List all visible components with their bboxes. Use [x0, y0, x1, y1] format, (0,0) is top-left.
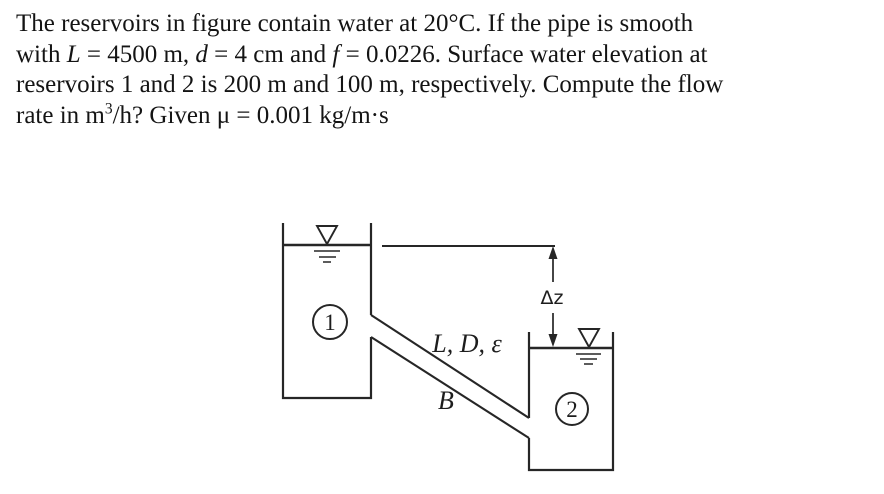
delta-z-label: Δz — [541, 287, 564, 309]
water-shading-1 — [314, 250, 340, 263]
pipe-point-b-label: B — [438, 386, 454, 415]
tank1-walls — [281, 223, 373, 400]
pipe-label: L, D, ε — [431, 329, 502, 358]
problem-line: with L = 4500 m, d = 4 cm and f = 0.0226… — [16, 40, 708, 68]
problem-statement: The reservoirs in figure contain water a… — [16, 9, 723, 131]
problem-line: The reservoirs in figure contain water a… — [16, 10, 694, 37]
reservoir1-label: 1 — [324, 310, 336, 335]
down-arrowhead-icon — [548, 334, 558, 347]
water-shading-2 — [576, 353, 601, 365]
pipe-lower-line — [370, 336, 530, 439]
reservoir2-badge-circle — [555, 392, 589, 426]
pipe-upper-line — [370, 314, 530, 419]
pipe: L, D, ε B — [370, 314, 530, 439]
water-level-icon-1 — [315, 225, 339, 246]
tank2-walls — [527, 332, 615, 472]
up-arrowhead-icon — [548, 246, 558, 259]
reservoir1-badge-circle — [312, 304, 348, 340]
reservoir-1: 1 — [281, 223, 373, 400]
elevation-dimension: Δz — [382, 245, 564, 347]
water-level-icon-2 — [577, 328, 601, 349]
reservoir-2: 2 — [527, 328, 615, 472]
reservoir2-label: 2 — [566, 397, 578, 422]
problem-line: rate in m3/h? Given μ = 0.001 kg/m·s — [16, 100, 389, 129]
problem-line: reservoirs 1 and 2 is 200 m and 100 m, r… — [16, 71, 724, 98]
